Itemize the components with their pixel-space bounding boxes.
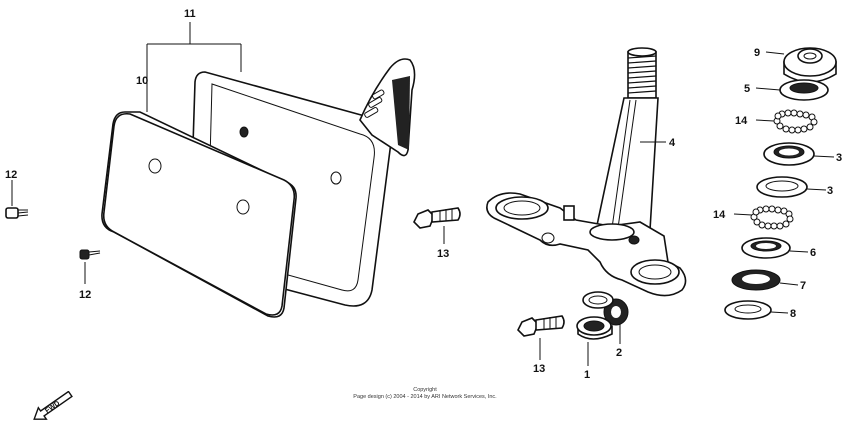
- steel-balls-14b: [733, 205, 794, 230]
- seal-1: [576, 291, 614, 366]
- callout-8: 8: [790, 308, 796, 320]
- callout-11: 11: [184, 8, 196, 20]
- stem-nut-9: [765, 47, 837, 83]
- callout-5: 5: [744, 83, 750, 95]
- fwd-arrow-icon: FWD: [28, 390, 78, 426]
- bolt-13-upper: [413, 207, 461, 244]
- seal-7: [731, 269, 799, 291]
- dust-cover-5: [755, 79, 829, 101]
- callout-10: 10: [136, 75, 148, 87]
- copyright-line: Page design (c) 2004 - 2014 by ARI Netwo…: [353, 394, 497, 400]
- callout-1: 1: [584, 369, 590, 381]
- washer-8: [724, 300, 789, 320]
- callout-9: 9: [754, 47, 760, 59]
- callout-3-lower: 3: [827, 185, 833, 197]
- bolt-12-upper: [5, 180, 29, 219]
- callout-3-upper: 3: [836, 152, 842, 164]
- race-6: [741, 237, 809, 259]
- callout-13-lower: 13: [533, 363, 545, 375]
- race-3-upper: [763, 142, 835, 166]
- number-plate: [101, 111, 297, 318]
- callout-6: 6: [810, 247, 816, 259]
- fwd-label: FWD: [44, 400, 61, 415]
- bolt-12-lower: [79, 249, 101, 284]
- race-3-lower: [756, 176, 827, 198]
- callout-12-upper: 12: [5, 169, 17, 181]
- steel-balls-14a: [755, 109, 818, 134]
- callout-4: 4: [669, 137, 676, 149]
- callout-14-upper: 14: [735, 115, 748, 127]
- callout-7: 7: [800, 280, 806, 292]
- bolt-13-lower: [517, 315, 565, 360]
- callout-14-lower: 14: [713, 209, 726, 221]
- copyright-heading: Copyright: [413, 387, 437, 393]
- callout-13-upper: 13: [437, 248, 449, 260]
- callout-12-lower: 12: [79, 289, 91, 301]
- callout-2: 2: [616, 347, 622, 359]
- steering-stem: [486, 47, 687, 297]
- callout-11-bracket: [146, 22, 242, 112]
